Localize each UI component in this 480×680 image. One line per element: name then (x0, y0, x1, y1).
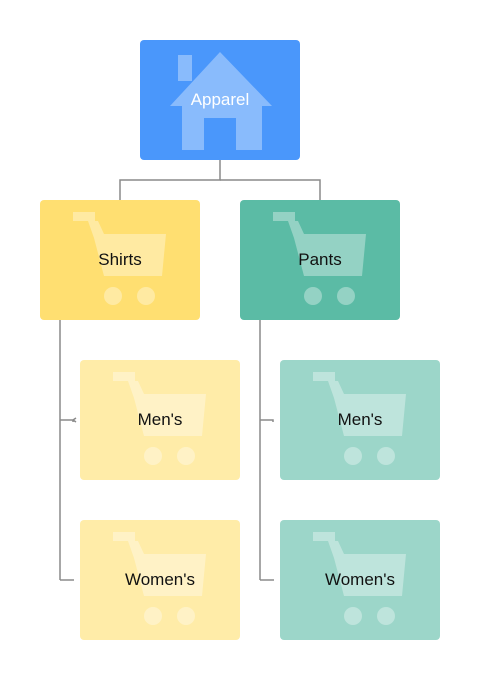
connector-pants-mens (260, 419, 274, 422)
node-pants-mens[interactable]: Men's (280, 360, 440, 480)
shopping-cart-icon (113, 532, 206, 625)
connector-root-pants (220, 179, 321, 200)
connector-shirts-mens (60, 417, 77, 423)
shopping-cart-icon (113, 372, 206, 465)
shopping-cart-icon (313, 532, 406, 625)
node-label: Shirts (98, 250, 142, 269)
shopping-cart-icon (313, 372, 406, 465)
node-pants-womens[interactable]: Women's (280, 520, 440, 640)
node-label: Apparel (190, 90, 250, 109)
node-pants[interactable]: Pants (240, 200, 400, 320)
node-label: Pants (298, 250, 342, 269)
connector-root-shirts (119, 160, 221, 200)
node-shirts[interactable]: Shirts (40, 200, 200, 320)
node-apparel[interactable]: Apparel (140, 40, 300, 160)
node-shirts-mens[interactable]: Men's (80, 360, 240, 480)
node-label: Men's (137, 410, 183, 429)
node-shirts-womens[interactable]: Women's (80, 520, 240, 640)
node-label: Men's (337, 410, 383, 429)
house-icon (170, 52, 272, 150)
shopping-cart-icon (73, 212, 166, 305)
shopping-cart-icon (273, 212, 366, 305)
node-label: Women's (324, 570, 395, 589)
node-label: Women's (124, 570, 195, 589)
